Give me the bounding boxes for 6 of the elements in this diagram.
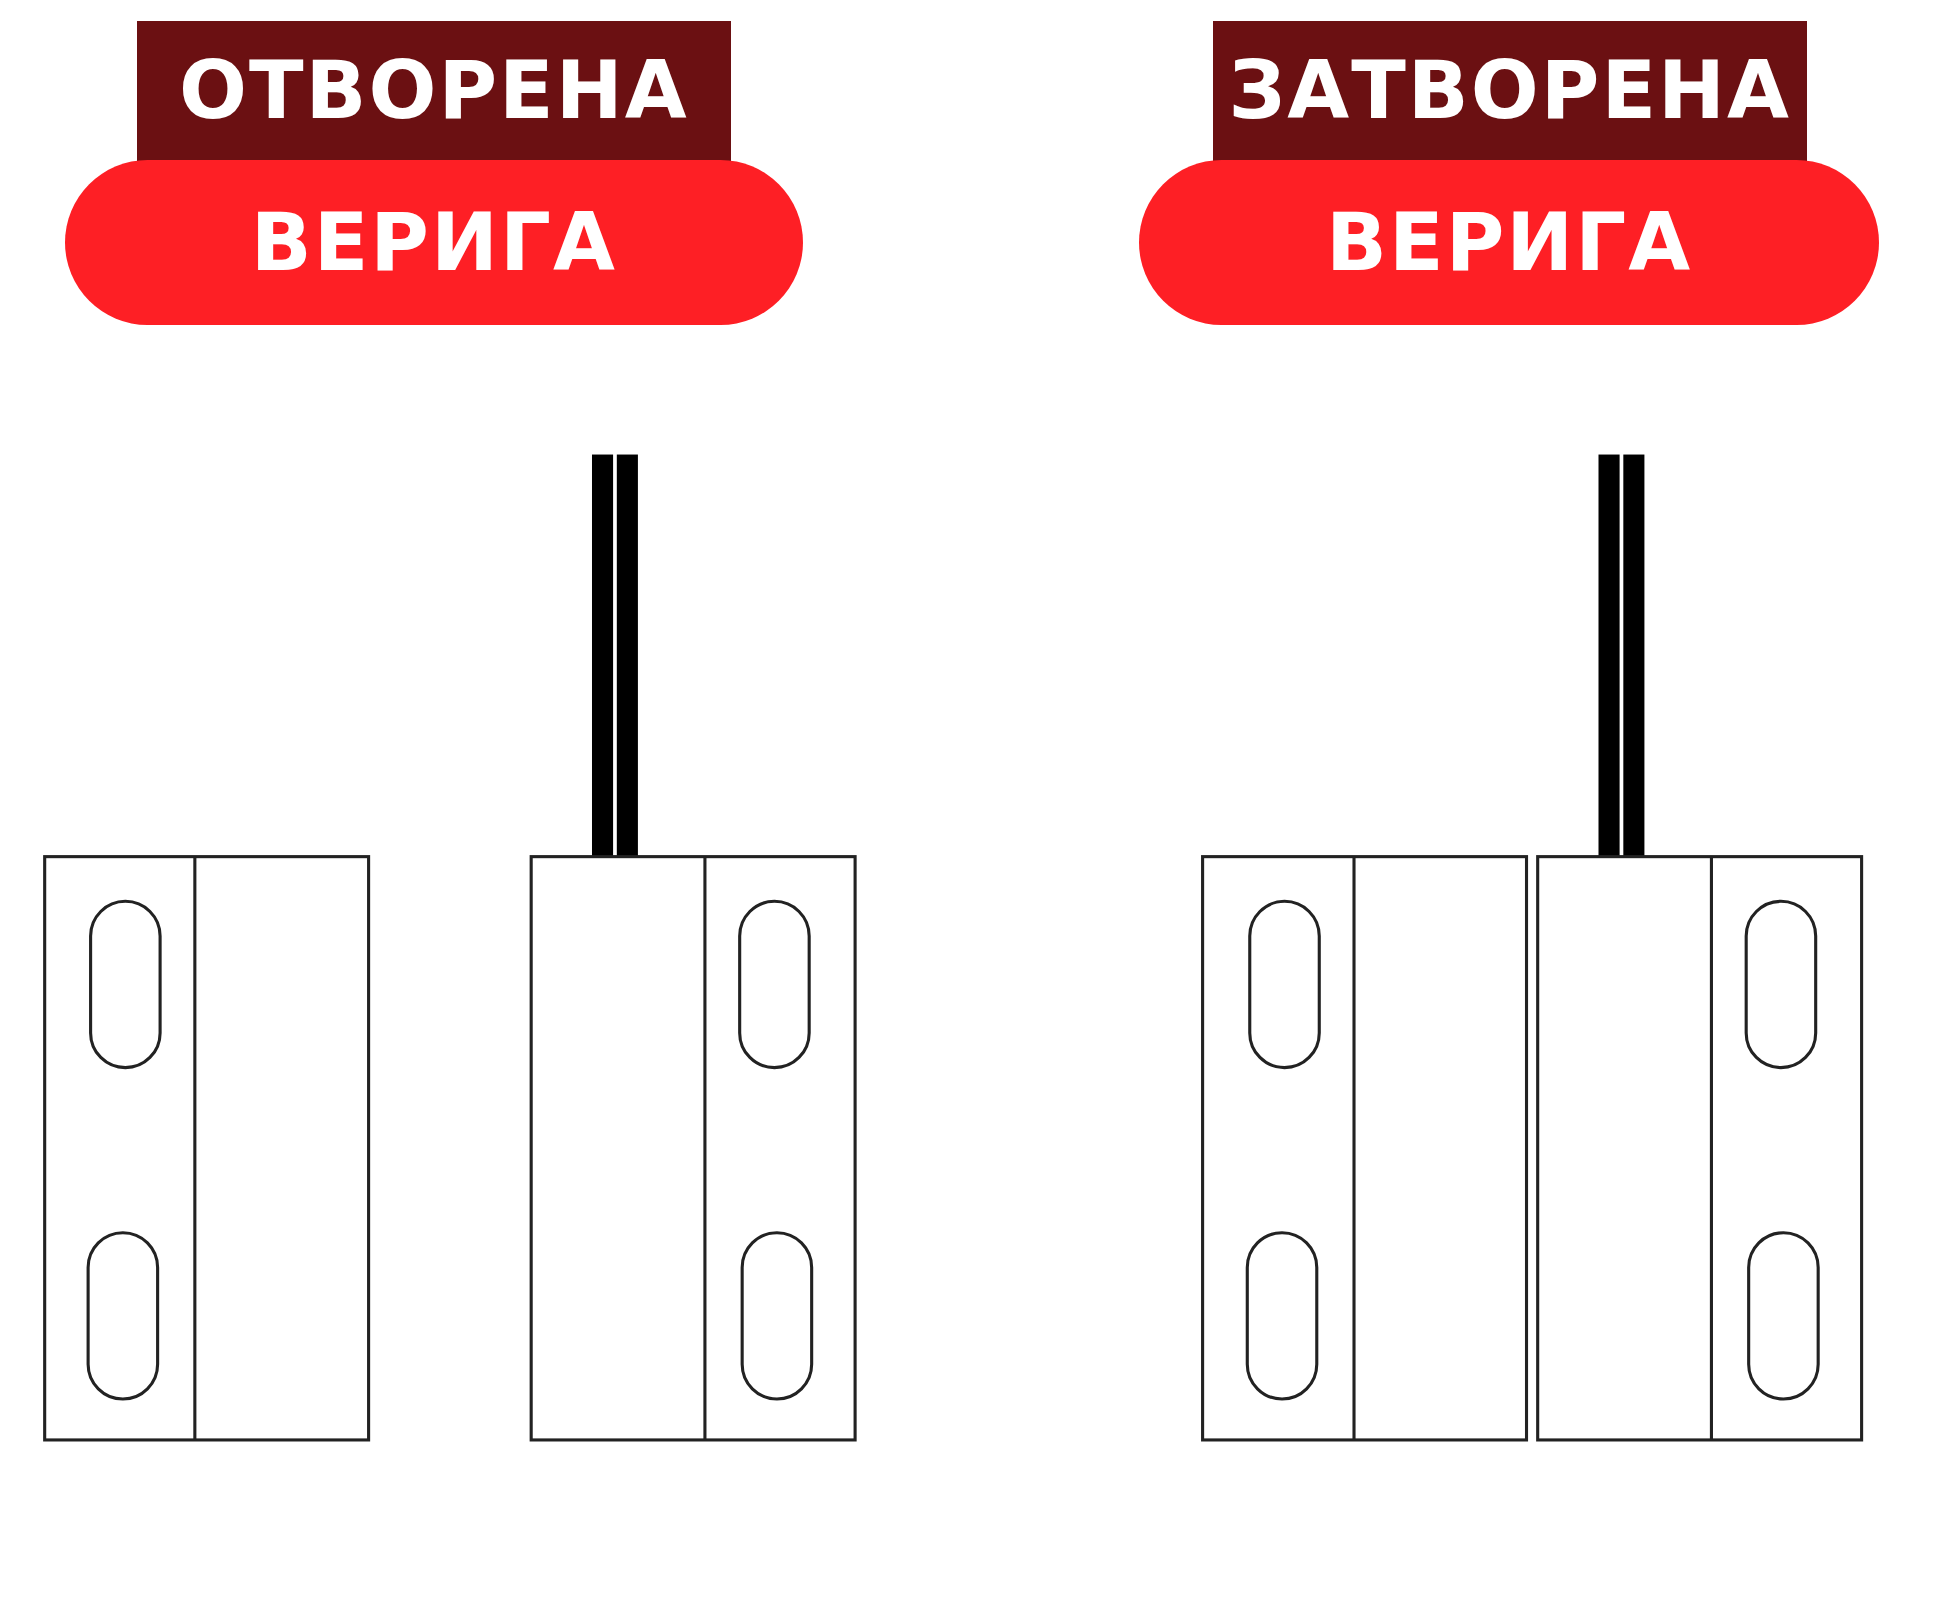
label-text: ВЕРИГА <box>1326 202 1693 283</box>
heading-text: ЗАТВОРЕНА <box>1228 51 1791 132</box>
label-text: ВЕРИГА <box>250 202 617 283</box>
heading-band <box>1212 21 1807 162</box>
heading-band <box>136 21 731 162</box>
heading-text: ОТВОРЕНА <box>178 51 689 132</box>
